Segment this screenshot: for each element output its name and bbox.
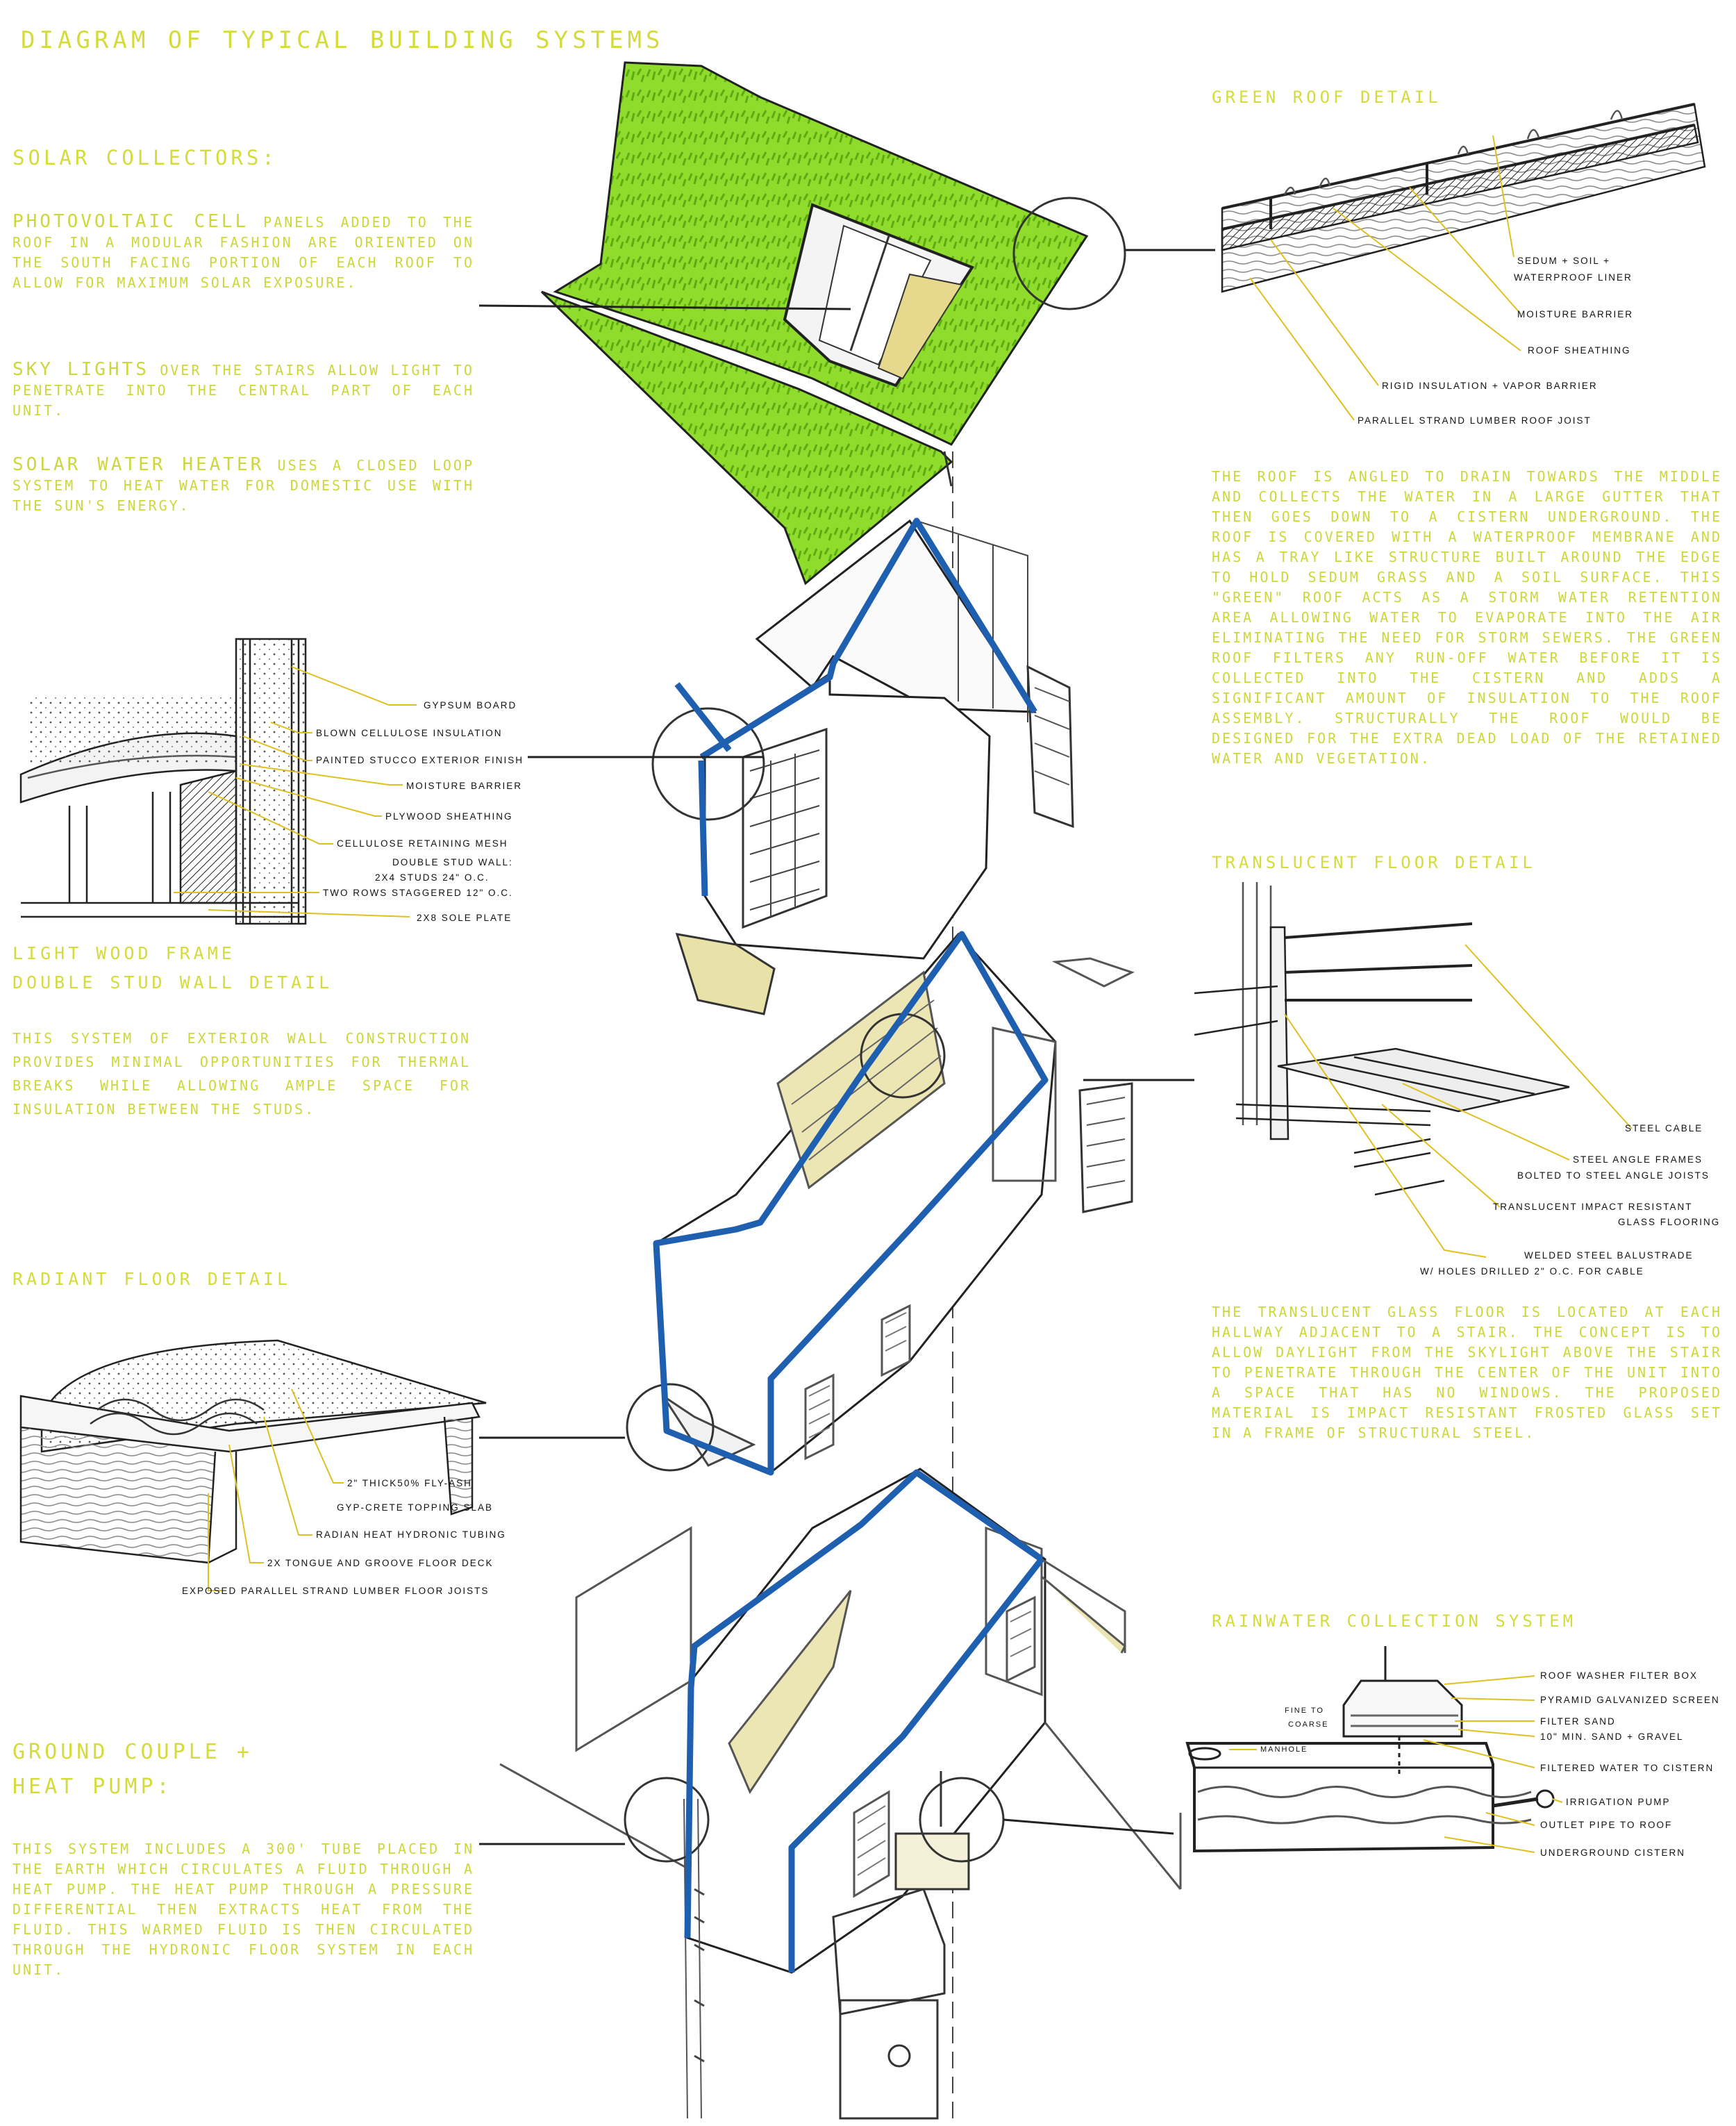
rainwater-label-sand: FILTER SAND	[1540, 1716, 1616, 1727]
radiant-label-deck: 2x TONGUE AND GROOVE FLOOR DECK	[267, 1558, 494, 1568]
rainwater-label-screen: PYRAMID GALVANIZED SCREEN	[1540, 1695, 1720, 1705]
translucent-paragraph: The translucent glass floor is located a…	[1212, 1304, 1722, 1441]
green-roof-heading: GREEN ROOF DETAIL	[1212, 88, 1442, 107]
green-roof-label-sedum: SEDUM + SOIL +	[1517, 256, 1611, 266]
rainwater-label-manhole: MANHOLE	[1260, 1745, 1308, 1754]
lower-unit-blue-frame	[684, 1469, 1044, 1973]
ground-paragraph: This system includes a 300' tube placed …	[12, 1841, 474, 1978]
wall-label-moisture: MOISTURE BARRIER	[406, 781, 523, 791]
wall-label-gypsum: GYPSUM BOARD	[424, 700, 517, 711]
wall-label-plywood: PLYWOOD SHEATHING	[385, 811, 513, 822]
water-lead: SOLAR WATER HEATER	[12, 454, 265, 475]
translucent-detail-drawing	[1194, 882, 1570, 1196]
rainwater-label-pump: IRRIGATION PUMP	[1566, 1797, 1671, 1807]
radiant-label-slab-1: 2" THICK50% FLY-ASH	[347, 1478, 472, 1488]
green-roof-drawing	[540, 61, 1126, 586]
rainwater-detail-leaders	[1229, 1675, 1563, 1853]
wall-label-stucco: PAINTED STUCCO EXTERIOR FINISH	[316, 755, 524, 765]
wall-paragraph: This system of exterior wall constructio…	[12, 1030, 471, 1118]
solar-pv-paragraph: PHOTOVOLTAIC CELL panels added to the ro…	[12, 212, 474, 293]
pv-text: panels added to the roof in a modular fa…	[12, 214, 474, 291]
radiant-detail-drawing	[19, 1339, 487, 1564]
ground-heading-1: GROUND COUPLE +	[12, 1740, 253, 1764]
rainwater-detail-drawing	[1185, 1646, 1555, 1853]
translucent-label-frames: STEEL ANGLE FRAMES	[1573, 1154, 1703, 1165]
green-roof-detail-drawing	[1221, 103, 1706, 293]
page-title: DIAGRAM OF TYPICAL BUILDING SYSTEMS	[21, 26, 665, 54]
translucent-label-glass: GLASS FLOORING	[1618, 1217, 1721, 1227]
translucent-label-bolted: BOLTED TO STEEL ANGLE JOISTS	[1517, 1170, 1710, 1181]
wall-heading-2: DOUBLE STUD WALL DETAIL	[12, 972, 333, 993]
translucent-heading: TRANSLUCENT FLOOR DETAIL	[1212, 853, 1536, 872]
radiant-label-slab-2: GYP-CRETE TOPPING SLAB	[337, 1502, 494, 1513]
pv-lead: PHOTOVOLTAIC CELL	[12, 211, 249, 232]
wall-detail-drawing	[19, 638, 307, 925]
translucent-label-holes: W/ HOLES DRILLED 2" O.C. FOR CABLE	[1420, 1266, 1644, 1277]
radiant-label-tubing: RADIAN HEAT HYDRONIC TUBING	[316, 1529, 506, 1540]
solar-skylight-paragraph: SKY LIGHTS over the stairs allow light t…	[12, 360, 474, 421]
green-roof-label-liner: WATERPROOF LINER	[1514, 272, 1633, 283]
green-roof-leaders	[1249, 135, 1521, 421]
wall-label-staggered: TWO ROWS STAGGERED 12" O.C.	[323, 888, 513, 898]
sky-text: over the stairs allow light to penetrate…	[12, 362, 474, 419]
callout-leaders	[478, 249, 1215, 1845]
water-text: uses a closed loop system to heat water …	[12, 457, 474, 514]
solar-water-paragraph: SOLAR WATER HEATER uses a closed loop sy…	[12, 455, 474, 516]
rainwater-label-coarse: COARSE	[1288, 1720, 1329, 1729]
wall-label-sole-plate: 2x8 SOLE PLATE	[417, 913, 512, 923]
wall-label-studs: 2x4 STUDS 24" O.C.	[375, 872, 490, 883]
rainwater-heading: RAINWATER COLLECTION SYSTEM	[1212, 1611, 1577, 1631]
lower-unit-drawing	[499, 1468, 1182, 2120]
green-roof-label-moisture: MOISTURE BARRIER	[1517, 309, 1634, 319]
rainwater-label-gravel: 10" MIN. SAND + GRAVEL	[1540, 1731, 1684, 1742]
wall-detail-leaders	[174, 666, 417, 917]
radiant-label-joists: EXPOSED PARALLEL STRAND LUMBER FLOOR JOI…	[182, 1586, 490, 1596]
green-roof-label-joist: PARALLEL STRAND LUMBER ROOF JOIST	[1358, 415, 1592, 426]
radiant-heading: RADIANT FLOOR DETAIL	[12, 1269, 292, 1289]
translucent-label-cable: STEEL CABLE	[1625, 1123, 1703, 1133]
rainwater-label-filtered: FILTERED WATER TO CISTERN	[1540, 1763, 1714, 1773]
wall-heading-1: LIGHT WOOD FRAME	[12, 943, 235, 963]
green-roof-paragraph: The roof is angled to drain towards the …	[1212, 468, 1722, 767]
sky-lead: SKY LIGHTS	[12, 359, 149, 380]
middle-unit-drawing	[626, 932, 1135, 1474]
solar-heading: SOLAR COLLECTORS:	[12, 146, 278, 169]
green-roof-label-sheathing: ROOF SHEATHING	[1528, 345, 1631, 356]
middle-unit-blue-frame	[653, 931, 1049, 1476]
wall-label-mesh: CELLULOSE RETAINING MESH	[337, 838, 508, 849]
ground-heading-2: HEAT PUMP:	[12, 1775, 173, 1799]
rainwater-label-cistern: UNDERGROUND CISTERN	[1540, 1847, 1686, 1858]
rainwater-label-outlet: OUTLET PIPE TO ROOF	[1540, 1820, 1673, 1830]
wall-label-double-stud: DOUBLE STUD WALL:	[392, 857, 513, 867]
translucent-detail-leaders	[1284, 944, 1633, 1258]
wall-label-cellulose: BLOWN CELLULOSE INSULATION	[316, 728, 503, 738]
rainwater-label-washer: ROOF WASHER FILTER BOX	[1540, 1670, 1699, 1681]
translucent-label-balustrade: WELDED STEEL BALUSTRADE	[1524, 1250, 1694, 1261]
radiant-detail-leaders	[208, 1388, 344, 1591]
rainwater-label-fine: FINE TO	[1285, 1706, 1324, 1715]
translucent-label-impact: TRANSLUCENT IMPACT RESISTANT	[1493, 1202, 1693, 1212]
upper-unit-blue-frame	[674, 517, 1037, 897]
upper-unit-drawing	[651, 519, 1074, 1015]
green-roof-label-rigid: RIGID INSULATION + VAPOR BARRIER	[1382, 381, 1598, 391]
